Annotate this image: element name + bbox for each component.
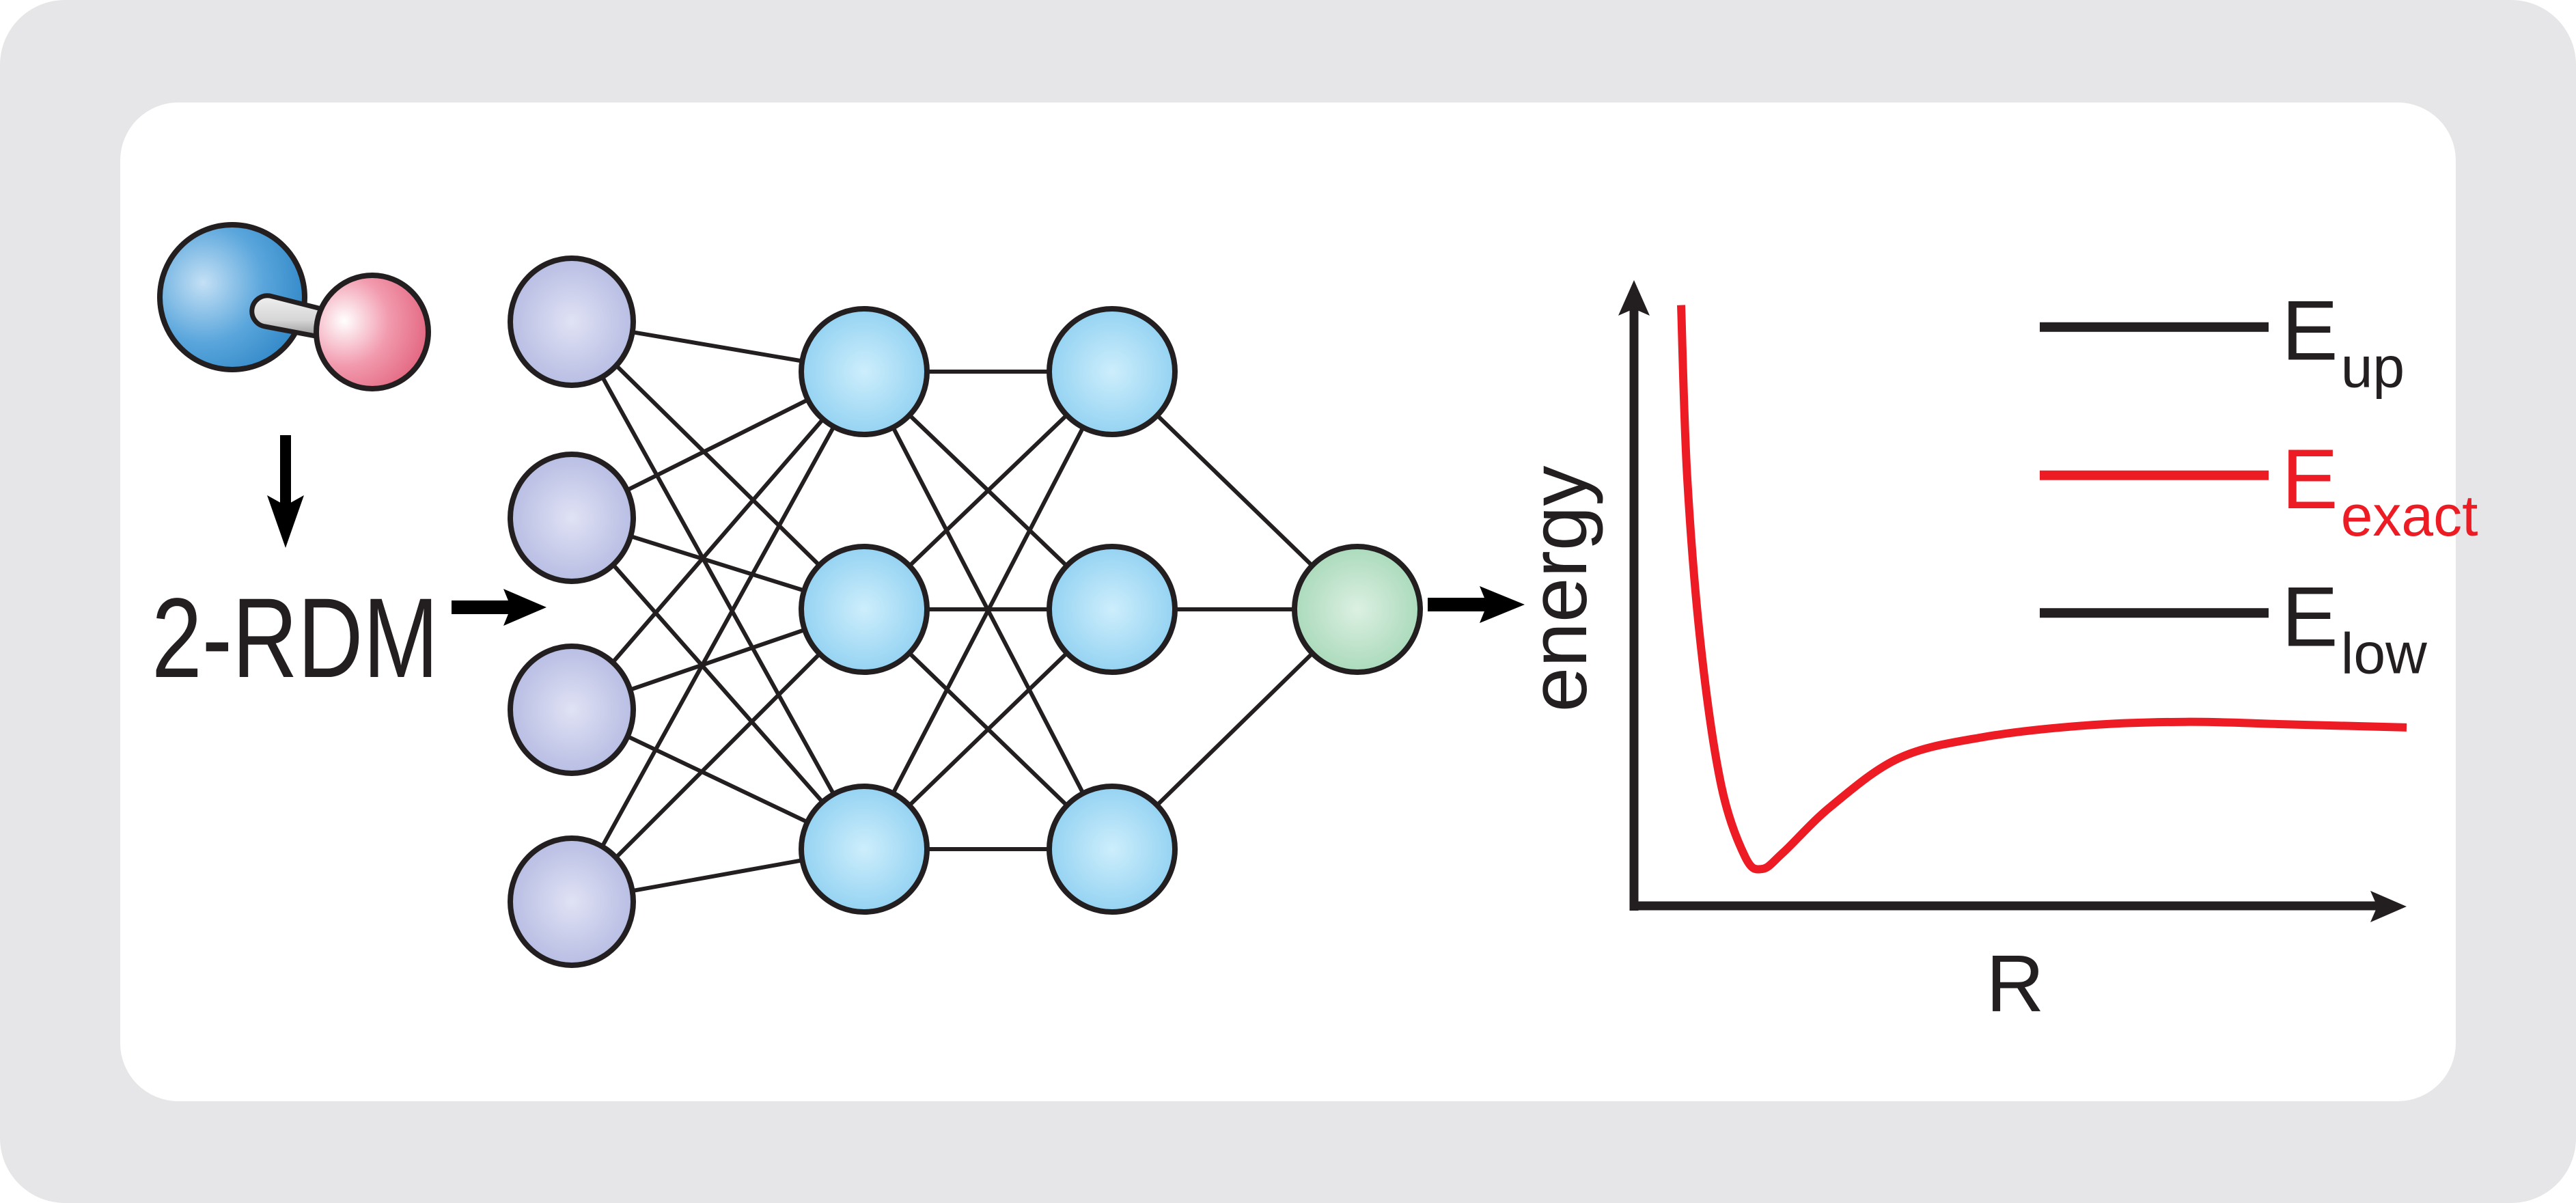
legend-item-exact: Eexact	[2040, 432, 2478, 548]
legend-label: Eup	[2282, 284, 2405, 400]
curve-series	[1677, 305, 2407, 874]
output-node	[1292, 544, 1423, 675]
down-arrow-icon	[267, 435, 304, 548]
input-label: 2-RDM	[152, 575, 439, 702]
bond	[249, 293, 324, 340]
output-arrow-icon	[1428, 586, 1525, 623]
legend-label-main: E	[2282, 284, 2338, 378]
legend-label-sub: exact	[2341, 484, 2478, 548]
small-atom	[314, 273, 431, 391]
hidden-2-node	[1047, 784, 1178, 915]
energy-curve	[1677, 305, 2407, 874]
network-edges	[570, 320, 1359, 904]
network-edge	[862, 370, 1114, 851]
y-axis-arrowhead	[1618, 280, 1650, 316]
hidden-2-node	[1047, 306, 1178, 437]
network-edge	[570, 607, 866, 904]
input-node	[508, 452, 636, 584]
legend-label-sub: up	[2341, 335, 2405, 400]
input-node	[508, 644, 636, 776]
legend-label-main: E	[2282, 570, 2338, 664]
x-axis-arrowhead	[2370, 891, 2407, 922]
network-edge	[570, 320, 866, 851]
input-node	[508, 255, 636, 388]
x-axis-label: R	[1986, 939, 2044, 1029]
input-node	[508, 835, 636, 968]
network-edge	[570, 320, 866, 611]
network-edge	[570, 370, 866, 903]
legend-label-main: E	[2282, 432, 2338, 527]
legend-item-up: Eup	[2040, 284, 2405, 400]
molecule-icon	[157, 222, 431, 391]
legend-label: Eexact	[2282, 432, 2478, 548]
hidden-1-node	[799, 784, 930, 915]
large-atom	[157, 222, 307, 372]
hidden-1-node	[799, 544, 930, 675]
hidden-2-node	[1047, 544, 1178, 675]
hidden-1-node	[799, 306, 930, 437]
network-nodes	[508, 255, 1423, 968]
legend-label-sub: low	[2341, 621, 2427, 685]
y-axis-label: energy	[1514, 466, 1604, 713]
legend-label: Elow	[2282, 570, 2427, 685]
network-edge	[570, 370, 866, 711]
legend-item-low: Elow	[2040, 570, 2427, 685]
input-arrow-icon	[452, 589, 546, 626]
network-edge	[570, 516, 866, 851]
